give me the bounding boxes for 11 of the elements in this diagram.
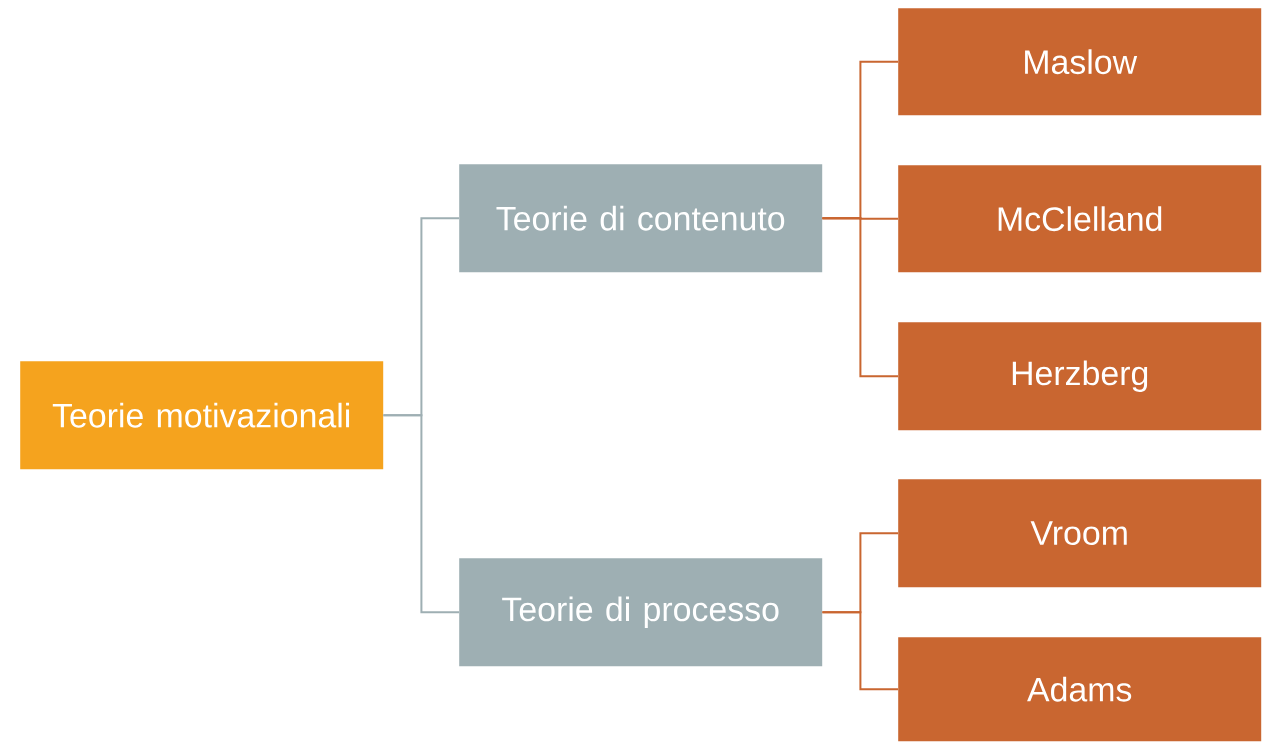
theory-box: McClelland: [898, 165, 1262, 273]
theory-box: Herzberg: [898, 322, 1262, 431]
theory-box: Adams: [898, 637, 1262, 742]
theory-box: Maslow: [898, 8, 1262, 116]
category-box: Teorie di processo: [459, 558, 823, 667]
connector-line: [382, 414, 460, 614]
connector-line: [821, 217, 899, 378]
connector-line: [821, 611, 899, 691]
theory-box: Vroom: [898, 479, 1262, 588]
root-box: Teorie motivazionali: [20, 361, 384, 470]
category-box: Teorie di contenuto: [459, 164, 823, 273]
